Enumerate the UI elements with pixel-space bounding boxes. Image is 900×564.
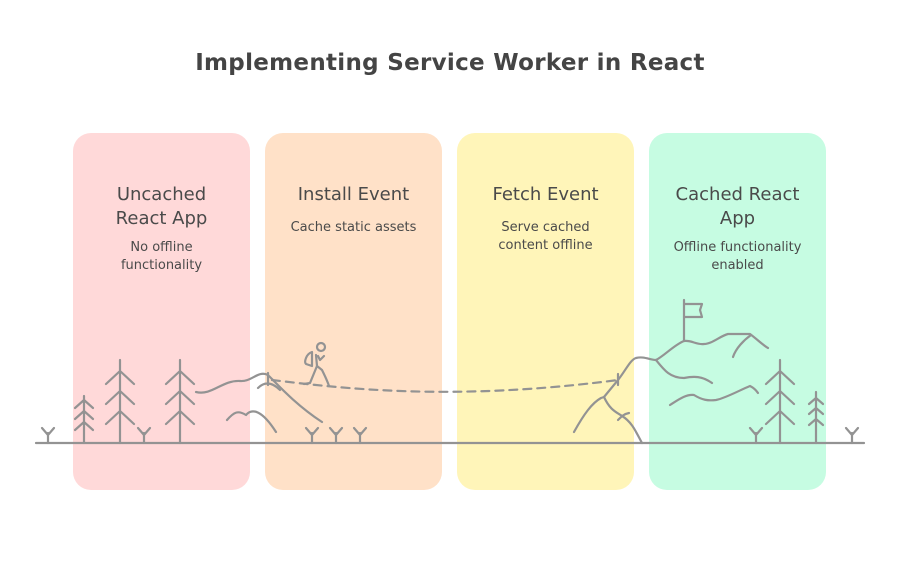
stage-heading-line: App	[719, 208, 756, 229]
stage-heading-line: React App	[115, 208, 208, 229]
pine-tree-icon	[73, 394, 95, 445]
stage-description-line: Cache static assets	[290, 220, 417, 235]
hiker-icon	[302, 341, 331, 388]
stage-description: Serve cached content offline	[467, 219, 624, 255]
dashed-trail	[270, 378, 620, 393]
stage-description: Offline functionality enabled	[659, 239, 816, 275]
stage-heading: Install Event	[265, 183, 442, 207]
stage-heading-line: Install Event	[297, 184, 410, 205]
stage-card-cached-react-app: Cached React App Offline functionality e…	[649, 133, 826, 490]
stage-heading-line: Uncached	[116, 184, 207, 205]
stage-description-line: content offline	[498, 238, 593, 253]
stage-heading: Uncached React App	[73, 183, 250, 231]
mountain-icon	[572, 332, 770, 445]
stage-description: Cache static assets	[275, 219, 432, 237]
stage-description-line: Serve cached	[501, 220, 590, 235]
stage-heading-line: Cached React	[675, 184, 800, 205]
grass-icon	[40, 426, 860, 445]
pine-tree-icon	[764, 358, 796, 445]
pine-tree-icon	[104, 358, 136, 445]
mountain-icon	[194, 371, 324, 434]
diagram-title: Implementing Service Worker in React	[195, 50, 705, 76]
summit-flag-icon	[682, 298, 704, 343]
stage-description-line: No offline	[130, 240, 193, 255]
stage-heading: Cached React App	[649, 183, 826, 231]
pine-tree-icon	[164, 358, 196, 445]
stage-card-install-event: Install Event Cache static assets	[265, 133, 442, 490]
stage-card-fetch-event: Fetch Event Serve cached content offline	[457, 133, 634, 490]
stage-heading: Fetch Event	[457, 183, 634, 207]
stage-description-line: Offline functionality	[673, 240, 802, 255]
stage-description-line: functionality	[120, 258, 203, 273]
stage-description-line: enabled	[711, 258, 764, 273]
stage-heading-line: Fetch Event	[492, 184, 599, 205]
stage-description: No offline functionality	[83, 239, 240, 275]
stage-card-uncached-react-app: Uncached React App No offline functional…	[73, 133, 250, 490]
pine-tree-icon	[807, 390, 825, 445]
